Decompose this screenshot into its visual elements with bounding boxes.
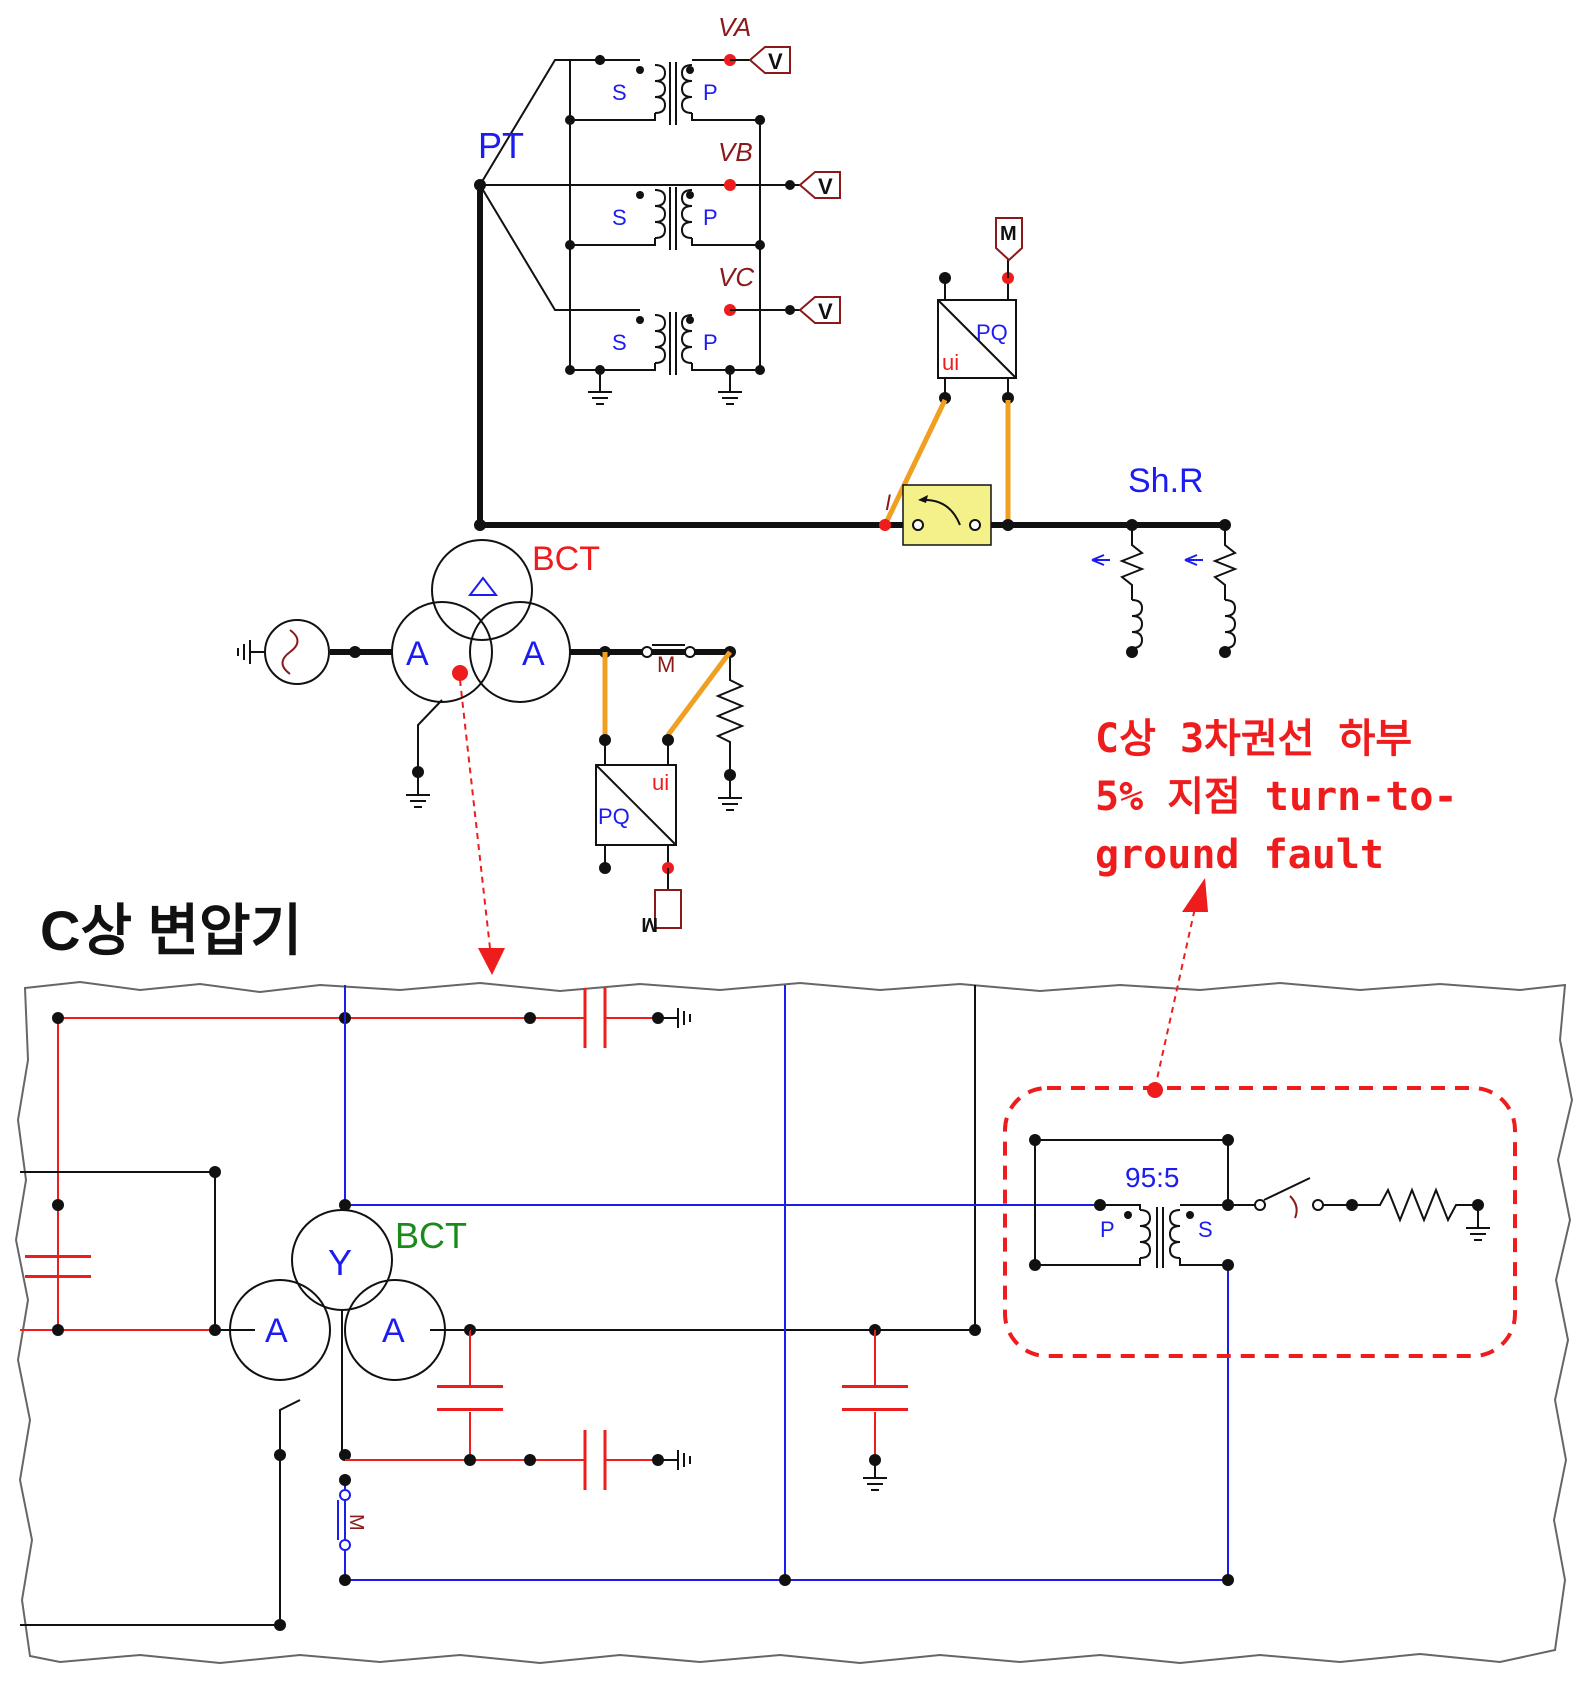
va-label: VA (718, 12, 751, 42)
section-title: C상 변압기 (40, 899, 302, 962)
fault-s-label: S (1198, 1217, 1213, 1242)
meter-m-bottom-label: M (641, 913, 658, 935)
pt-transformer-a: S P VA V (565, 12, 791, 125)
voltmeter-c-label: V (818, 299, 833, 324)
ui-bottom-label: ui (652, 770, 669, 795)
pq-bottom-label: PQ (598, 804, 630, 829)
fault-zone: 95:5 P S (1003, 878, 1517, 1358)
voltmeter-a-icon (748, 46, 791, 74)
current-i-label: I (885, 490, 891, 515)
pt-a-s-label: S (612, 80, 627, 105)
breaker-m-bottom-label: M (345, 1514, 367, 1531)
breaker-m-label: M (657, 652, 675, 677)
ui-top-label: ui (942, 350, 959, 375)
orange-link-4 (665, 650, 733, 737)
bct-bottom-a-right: A (382, 1312, 405, 1350)
voltmeter-b-label: V (818, 174, 833, 199)
fault-p-label: P (1100, 1217, 1115, 1242)
voltmeter-c-icon (798, 296, 841, 324)
pt-c-s-label: S (612, 330, 627, 355)
zoom-arrow-line (459, 679, 491, 949)
meter-m-top-label: M (1000, 223, 1017, 245)
orange-link-1 (882, 398, 948, 527)
pt-b-p-label: P (703, 205, 718, 230)
pt-transformer-c: S P VC V (565, 262, 841, 405)
pt-label: PT (478, 125, 524, 166)
pt-b-s-label: S (612, 205, 627, 230)
bct-bottom-y: Y (328, 1242, 352, 1283)
shr-label: Sh.R (1128, 462, 1204, 500)
voltmeter-b-icon (798, 171, 841, 199)
annotation-line-3: ground fault (1095, 832, 1384, 878)
current-switch: I (879, 484, 1014, 546)
bct-top-a-right: A (522, 635, 545, 673)
meter-m-top-icon (995, 217, 1023, 262)
bct-bottom-label: BCT (395, 1215, 467, 1256)
annotation-line-2: 5% 지점 turn-to- (1095, 774, 1458, 820)
voltmeter-a-label: V (768, 49, 783, 74)
bct-transformer-top: A A BCT (391, 519, 600, 808)
meter-m-bottom-icon (654, 889, 682, 929)
bct-top-label: BCT (532, 540, 600, 578)
shunt-reactors: Sh.R (1091, 462, 1238, 658)
bottom-circuit: M (20, 985, 1234, 1631)
pt-a-p-label: P (703, 80, 718, 105)
pq-meter-bottom: ui PQ M (595, 734, 682, 935)
zoom-arrow-head (478, 948, 505, 975)
bct-bottom-a-left: A (265, 1312, 288, 1350)
annotation-line-1: C상 3차권선 하부 (1095, 716, 1412, 762)
vb-label: VB (718, 137, 753, 167)
bct-top-a-left: A (406, 635, 429, 673)
delta-icon (467, 576, 499, 596)
bct-transformer-bottom: Y A A BCT (229, 1209, 470, 1455)
sine-icon (281, 629, 299, 675)
ratio-label: 95:5 (1125, 1162, 1180, 1193)
fault-annotation: C상 3차권선 하부 5% 지점 turn-to- ground fault (1095, 716, 1458, 878)
torn-panel (14, 980, 1574, 1665)
pq-meter-top: PQ ui M (937, 217, 1023, 404)
vc-label: VC (718, 262, 754, 292)
pt-c-p-label: P (703, 330, 718, 355)
pq-top-label: PQ (976, 320, 1008, 345)
pt-transformer-b: S P VB V (565, 137, 841, 250)
pt-bank: S P VA V S P VB V (474, 12, 841, 405)
